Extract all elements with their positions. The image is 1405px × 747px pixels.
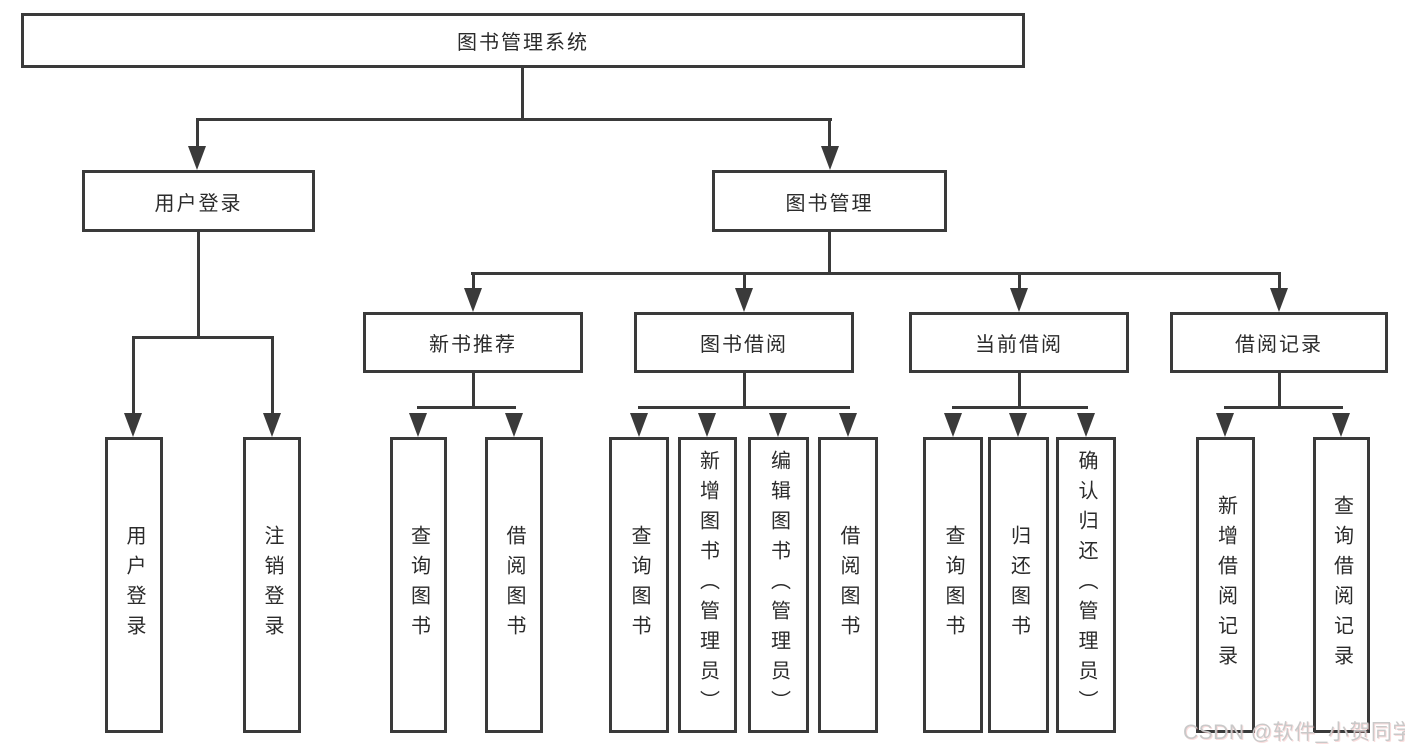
leaf-recommend-borrow-book-label: 借阅图书 bbox=[503, 525, 525, 645]
node-book-management: 图书管理 bbox=[712, 170, 947, 232]
node-root: 图书管理系统 bbox=[21, 13, 1025, 68]
leaf-logout: 注销登录 bbox=[243, 437, 301, 733]
arrow-down-icon bbox=[464, 288, 482, 312]
node-book-borrow: 图书借阅 bbox=[634, 312, 854, 373]
leaf-user-login-label: 用户登录 bbox=[123, 525, 145, 645]
arrow-down-icon bbox=[1332, 413, 1350, 437]
connector-drop-leaf-logout bbox=[271, 336, 274, 416]
leaf-add-book-admin: 新增图书（管理员） bbox=[678, 437, 737, 733]
leaf-borrow-query-book-label: 查询图书 bbox=[628, 525, 650, 645]
leaf-return-book: 归还图书 bbox=[988, 437, 1049, 733]
leaf-return-book-label: 归还图书 bbox=[1007, 525, 1030, 645]
arrow-down-icon bbox=[1009, 413, 1027, 437]
connector-user-login-stem bbox=[197, 230, 200, 338]
node-root-label: 图书管理系统 bbox=[457, 32, 589, 54]
node-new-book-recommend-label: 新书推荐 bbox=[429, 334, 517, 356]
leaf-recommend-query-book: 查询图书 bbox=[390, 437, 447, 733]
node-new-book-recommend: 新书推荐 bbox=[363, 312, 583, 373]
connector-drop-leaf-user-login bbox=[132, 336, 135, 416]
connector-new-book-recommend-rail bbox=[417, 406, 516, 409]
node-user-login-label: 用户登录 bbox=[154, 192, 243, 215]
arrow-down-icon bbox=[821, 146, 839, 170]
leaf-current-query-book: 查询图书 bbox=[923, 437, 983, 733]
leaf-add-book-admin-label: 新增图书（管理员） bbox=[696, 450, 719, 720]
leaf-query-borrow-record-label: 查询借阅记录 bbox=[1330, 495, 1353, 675]
node-book-borrow-label: 图书借阅 bbox=[700, 334, 788, 356]
leaf-add-borrow-record: 新增借阅记录 bbox=[1196, 437, 1255, 733]
connector-drop-current-borrow bbox=[1018, 272, 1021, 292]
leaf-confirm-return-admin-label: 确认归还（管理员） bbox=[1075, 450, 1097, 720]
leaf-edit-book-admin-label: 编辑图书（管理员） bbox=[767, 450, 790, 720]
arrow-down-icon bbox=[409, 413, 427, 437]
node-current-borrow-label: 当前借阅 bbox=[975, 334, 1063, 356]
arrow-down-icon bbox=[839, 413, 857, 437]
node-user-login: 用户登录 bbox=[82, 170, 315, 232]
arrow-down-icon bbox=[188, 146, 206, 170]
node-book-management-label: 图书管理 bbox=[785, 192, 874, 215]
watermark: CSDN @软件_小贺同学 bbox=[1183, 721, 1405, 744]
node-borrow-records: 借阅记录 bbox=[1170, 312, 1388, 373]
arrow-down-icon bbox=[1077, 413, 1095, 437]
connector-current-borrow-stem bbox=[1018, 371, 1021, 408]
leaf-borrow-query-book: 查询图书 bbox=[609, 437, 669, 733]
arrow-down-icon bbox=[505, 413, 523, 437]
arrow-down-icon bbox=[263, 413, 281, 437]
connector-user-login-rail bbox=[132, 336, 274, 339]
arrow-down-icon bbox=[124, 413, 142, 437]
leaf-recommend-borrow-book: 借阅图书 bbox=[485, 437, 543, 733]
connector-book-management-stem bbox=[828, 230, 831, 275]
leaf-edit-book-admin: 编辑图书（管理员） bbox=[748, 437, 809, 733]
arrow-down-icon bbox=[630, 413, 648, 437]
connector-drop-new-book-recommend bbox=[472, 272, 475, 292]
arrow-down-icon bbox=[769, 413, 787, 437]
leaf-query-borrow-record: 查询借阅记录 bbox=[1313, 437, 1370, 733]
leaf-user-login: 用户登录 bbox=[105, 437, 163, 733]
connector-borrow-records-stem bbox=[1278, 371, 1281, 408]
leaf-borrow-book-label: 借阅图书 bbox=[837, 525, 859, 645]
connector-borrow-records-rail bbox=[1224, 406, 1343, 409]
leaf-add-borrow-record-label: 新增借阅记录 bbox=[1214, 495, 1237, 675]
arrow-down-icon bbox=[698, 413, 716, 437]
leaf-current-query-book-label: 查询图书 bbox=[942, 525, 964, 645]
leaf-borrow-book: 借阅图书 bbox=[818, 437, 878, 733]
connector-new-book-recommend-stem bbox=[472, 371, 475, 408]
connector-root-rail bbox=[196, 118, 832, 121]
connector-book-management-rail bbox=[471, 272, 1281, 275]
connector-drop-book-management bbox=[828, 118, 831, 150]
node-current-borrow: 当前借阅 bbox=[909, 312, 1129, 373]
connector-drop-borrow-records bbox=[1278, 272, 1281, 292]
leaf-confirm-return-admin: 确认归还（管理员） bbox=[1056, 437, 1116, 733]
arrow-down-icon bbox=[1270, 288, 1288, 312]
connector-current-borrow-rail bbox=[952, 406, 1088, 409]
leaf-recommend-query-book-label: 查询图书 bbox=[407, 525, 430, 645]
connector-drop-user-login bbox=[196, 118, 199, 150]
connector-book-borrow-rail bbox=[638, 406, 850, 409]
arrow-down-icon bbox=[1010, 288, 1028, 312]
connector-book-borrow-stem bbox=[743, 371, 746, 408]
leaf-logout-label: 注销登录 bbox=[261, 525, 283, 645]
connector-drop-book-borrow bbox=[743, 272, 746, 292]
arrow-down-icon bbox=[944, 413, 962, 437]
arrow-down-icon bbox=[1216, 413, 1234, 437]
arrow-down-icon bbox=[735, 288, 753, 312]
connector-root-stem bbox=[521, 65, 524, 120]
node-borrow-records-label: 借阅记录 bbox=[1235, 334, 1323, 356]
